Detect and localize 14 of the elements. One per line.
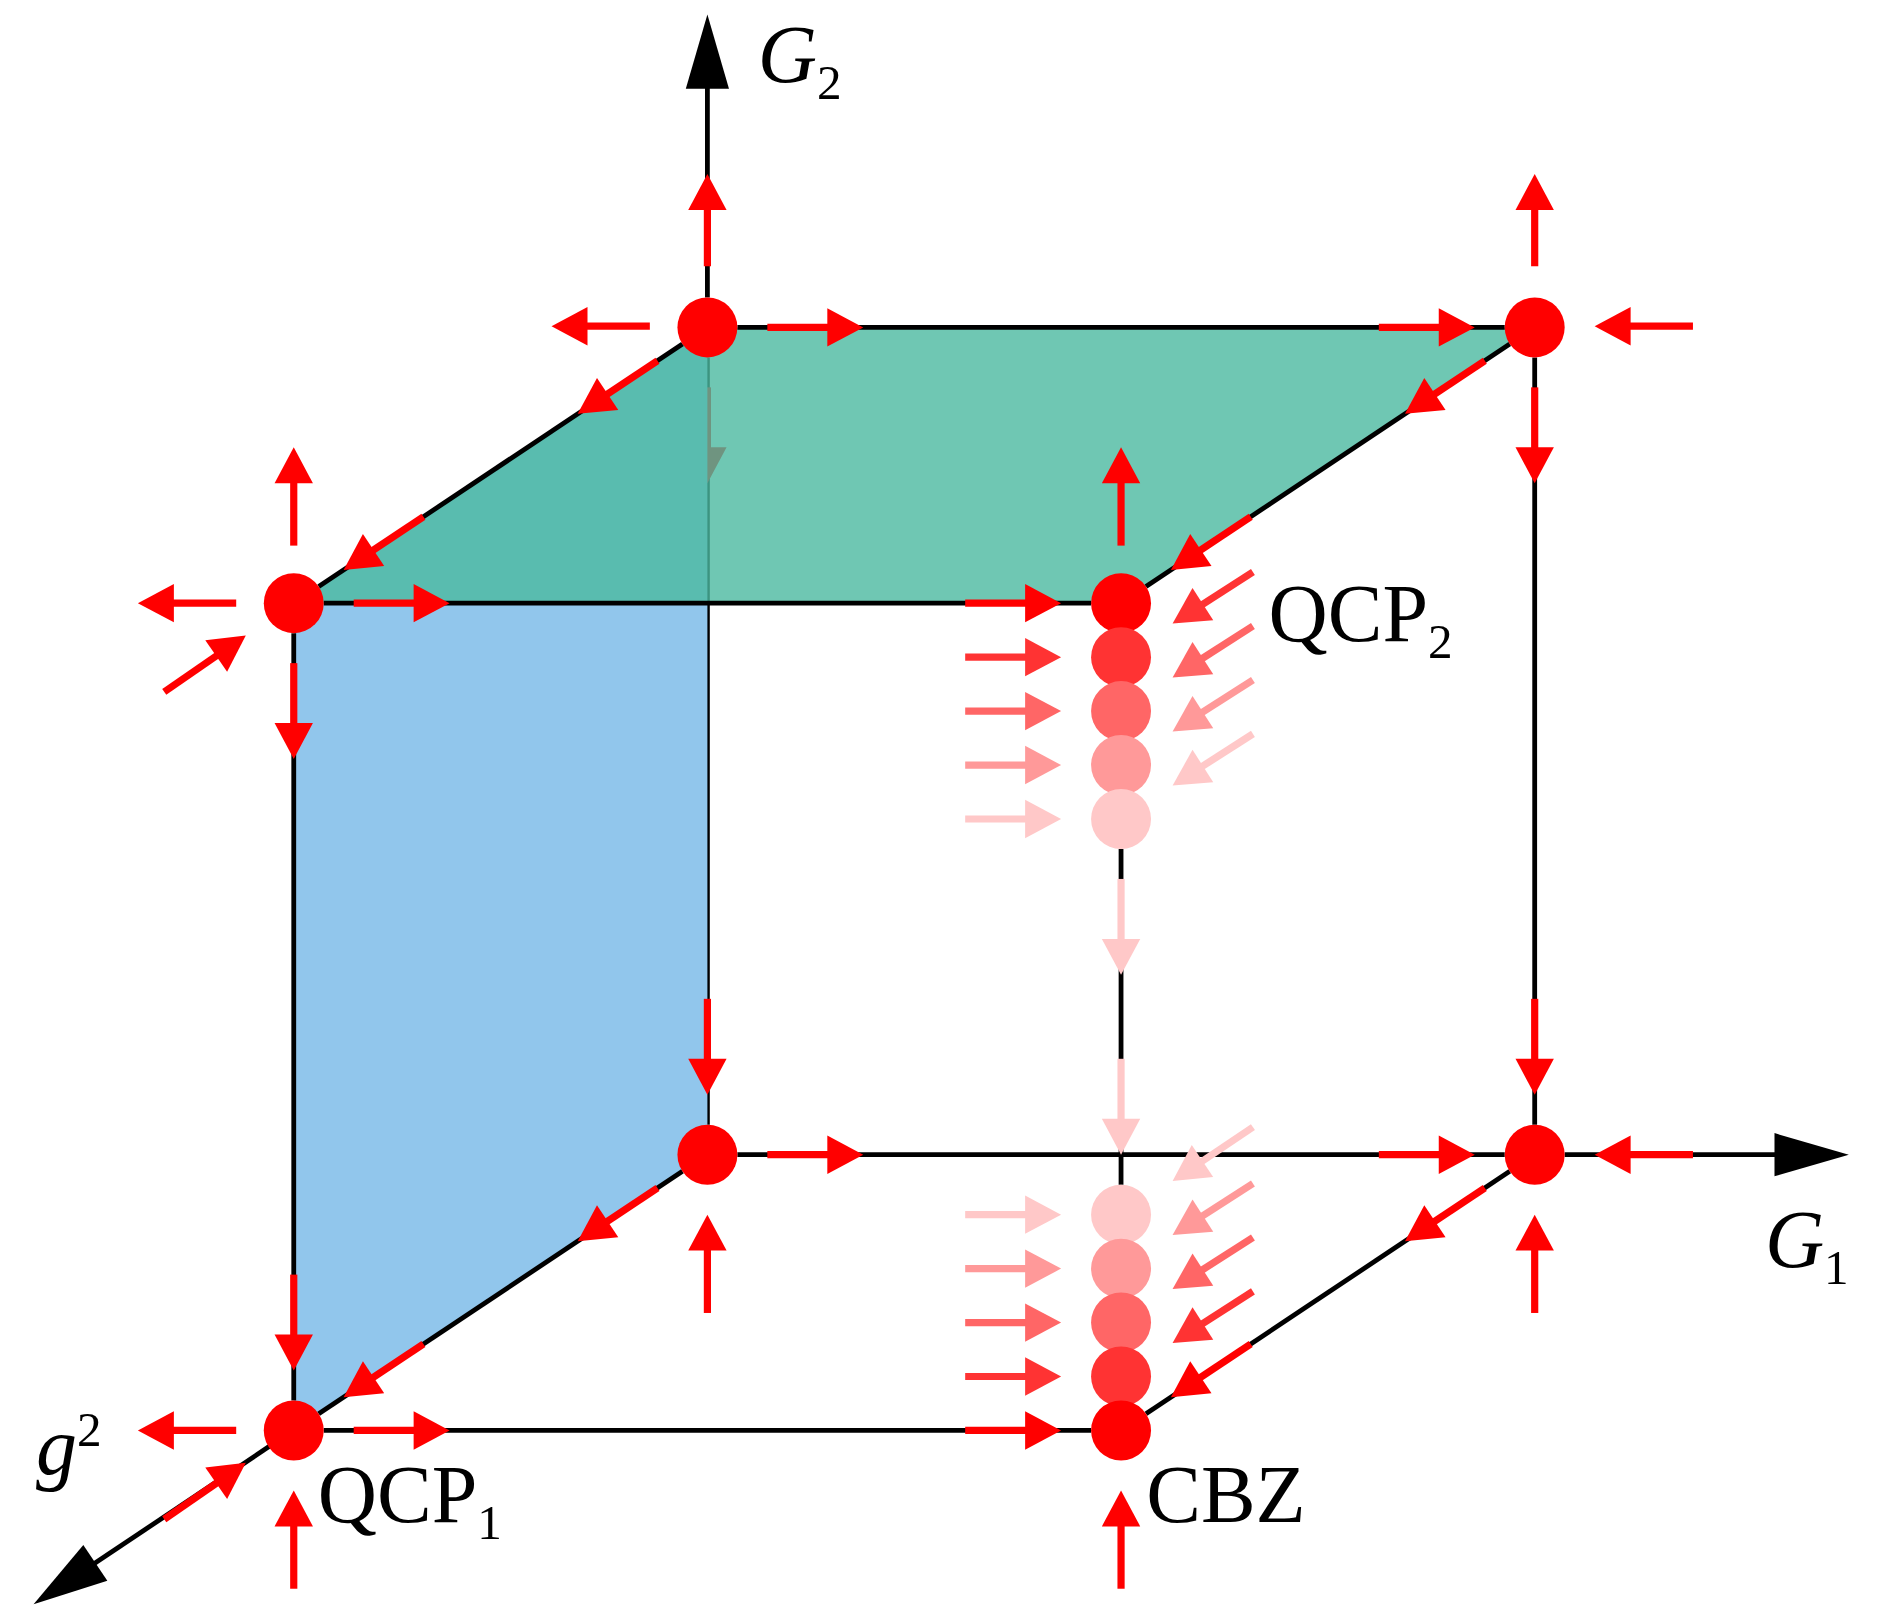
axis-label: G$_{2}$ — [757, 14, 842, 108]
point-label: QCP$_{2}$ — [1268, 573, 1453, 667]
point-label: CBZ — [1146, 1454, 1306, 1537]
fixed-point-dot — [1504, 1124, 1565, 1185]
fixed-point-dot — [1091, 789, 1151, 849]
fixed-point-dot — [263, 1400, 324, 1461]
fixed-point-dot — [1504, 297, 1565, 358]
fixed-point-dot — [677, 297, 738, 358]
fixed-point-dot — [677, 1124, 738, 1185]
fixed-point-dot — [1091, 1400, 1151, 1461]
point-label: QCP$_{1}$ — [317, 1454, 502, 1548]
axis-label: G$_{1}$ — [1764, 1198, 1849, 1293]
fixed-point-dot — [263, 573, 324, 634]
fixed-point-dot — [1091, 735, 1151, 795]
